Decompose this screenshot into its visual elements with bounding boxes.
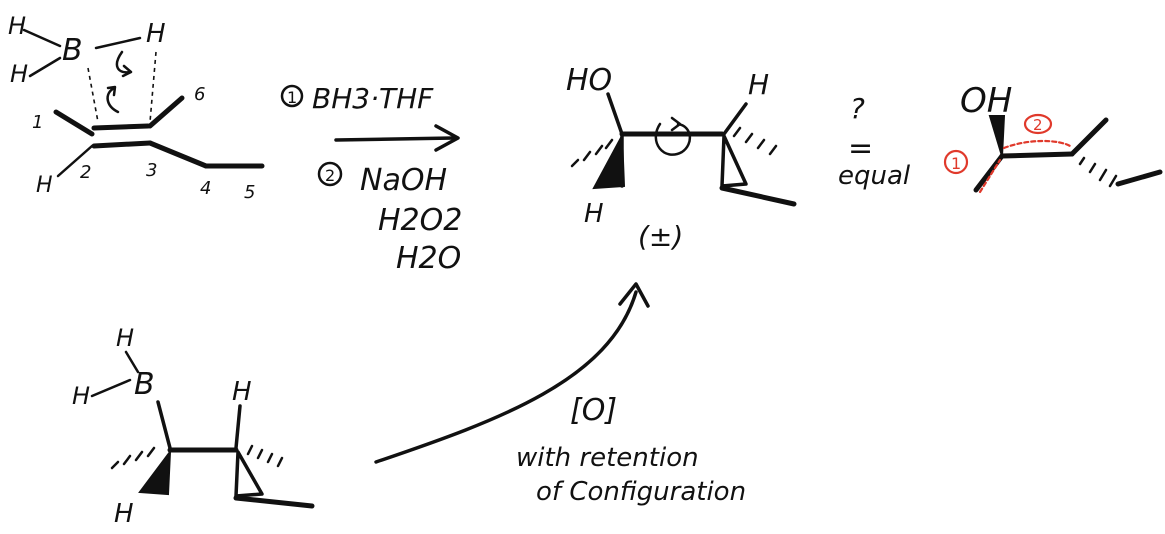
red-dash-bond-1 <box>978 158 1002 194</box>
carbon-number-4: 4 <box>200 178 211 199</box>
red-circle-2 <box>1023 113 1053 135</box>
skeletal-bond-up <box>1069 117 1109 157</box>
carbon-number-2: 2 <box>80 162 91 183</box>
question-mark: ? <box>850 92 865 125</box>
oxidation-group: [O] with retention of Configuration <box>374 282 746 507</box>
reaction-arrow-shaft <box>334 136 456 142</box>
borane-b-label: B <box>62 33 83 68</box>
skeletal-hash <box>1078 156 1118 188</box>
rotation-arrow-head-icon <box>670 116 682 132</box>
step1-marker: 1 <box>287 88 297 107</box>
skeletal-oh-wedge <box>988 115 1006 157</box>
step2-reagent-h2o2: H2O2 <box>378 203 462 238</box>
red-label-2: 2 <box>1033 116 1043 134</box>
intermediate-bh-left: H <box>72 382 90 410</box>
ts-dash-left <box>87 67 99 123</box>
red-label-1: 1 <box>951 154 961 173</box>
intermediate-left-wedge <box>138 448 172 496</box>
product-ethyl-bond <box>719 185 797 207</box>
ts-dash-right <box>149 51 157 123</box>
intermediate-group: B H H H H <box>72 324 315 529</box>
rotation-arrow-icon <box>654 122 691 156</box>
product-group: HO H H (±) <box>566 63 797 253</box>
oxidation-arrow-head-icon <box>618 282 650 308</box>
product-left-hash <box>570 138 614 168</box>
oxidation-reagent: [O] <box>570 393 617 428</box>
carbon-number-6: 6 <box>194 84 205 105</box>
skeletal-oh-label: OH <box>960 81 1012 121</box>
borane-h-left: H <box>10 60 28 88</box>
double-bond-lower <box>91 140 153 149</box>
carbon-number-5: 5 <box>244 182 255 203</box>
product-right-wedge <box>720 134 748 188</box>
intermediate-h-bottom: H <box>114 499 134 529</box>
borane-bond-upper <box>22 28 62 48</box>
equal-note-group: ? = equal <box>838 92 911 191</box>
oxidation-line-2: of Configuration <box>536 477 746 507</box>
intermediate-b-label: B <box>134 367 155 402</box>
step2-marker-circle <box>317 161 343 187</box>
intermediate-h-top: H <box>232 377 252 407</box>
red-circle-1 <box>943 149 969 175</box>
product-bond-h-top <box>722 102 748 136</box>
step1-marker-circle <box>280 84 304 108</box>
bond-c2-h <box>56 144 94 178</box>
intermediate-b-bond <box>156 400 172 450</box>
intermediate-left-hash <box>110 446 156 470</box>
intermediate-right-hash <box>246 444 284 468</box>
borane-bond-right <box>94 36 142 50</box>
alkene-h-label: H <box>36 173 53 198</box>
step2-marker: 2 <box>325 166 335 185</box>
step2-reagent-naoh: NaOH <box>360 163 447 198</box>
intermediate-h-top-bond <box>234 404 242 450</box>
skeletal-product-group: OH 1 2 <box>943 81 1163 194</box>
bond-c3-c6 <box>147 95 185 129</box>
intermediate-bh-top: H <box>116 324 134 352</box>
skeletal-bond-c2-c3 <box>999 151 1075 159</box>
intermediate-bh-top-bond <box>124 350 140 374</box>
bond-c1-c2 <box>53 109 95 137</box>
racemic-label: (±) <box>638 220 683 253</box>
step1-reagent: BH3·THF <box>312 82 434 115</box>
intermediate-right-wedge <box>234 450 264 498</box>
oxidation-arrow-curve <box>374 290 638 464</box>
curly-arrow-hydride-head-icon <box>121 64 133 78</box>
curly-arrow-pi-head-icon <box>106 85 117 97</box>
intermediate-bh-left-bond <box>90 378 132 398</box>
borane-bond-lower <box>28 56 62 78</box>
conditions-group: 1 BH3·THF 2 NaOH H2O2 H2O <box>280 82 462 276</box>
intermediate-ethyl-bond <box>233 495 315 509</box>
product-h-bottom: H <box>584 199 604 229</box>
borane-h-right: H <box>146 19 166 49</box>
product-h-top: H <box>748 68 769 101</box>
product-bond-oh <box>606 92 624 136</box>
product-right-hash <box>732 126 778 156</box>
curly-arrow-hydride-icon <box>115 50 132 74</box>
reactant-group: H B H H H 1 2 3 4 5 6 <box>8 12 265 203</box>
step2-reagent-h2o: H2O <box>396 241 461 276</box>
double-bond-upper <box>91 123 151 131</box>
bond-c3-c4 <box>147 140 209 169</box>
oxidation-line-1: with retention <box>516 443 699 473</box>
borane-h-top-left: H <box>8 12 26 40</box>
carbon-number-1: 1 <box>32 112 43 133</box>
equal-word: equal <box>838 161 911 191</box>
reaction-arrow-head-icon <box>434 124 460 152</box>
skeletal-bond-ethyl <box>1115 169 1163 187</box>
red-dash-bond-2 <box>1002 139 1072 150</box>
carbon-number-3: 3 <box>146 160 157 181</box>
equal-sign: = <box>848 131 873 166</box>
curly-arrow-pi-icon <box>106 86 120 114</box>
product-oh-label: HO <box>566 63 612 98</box>
